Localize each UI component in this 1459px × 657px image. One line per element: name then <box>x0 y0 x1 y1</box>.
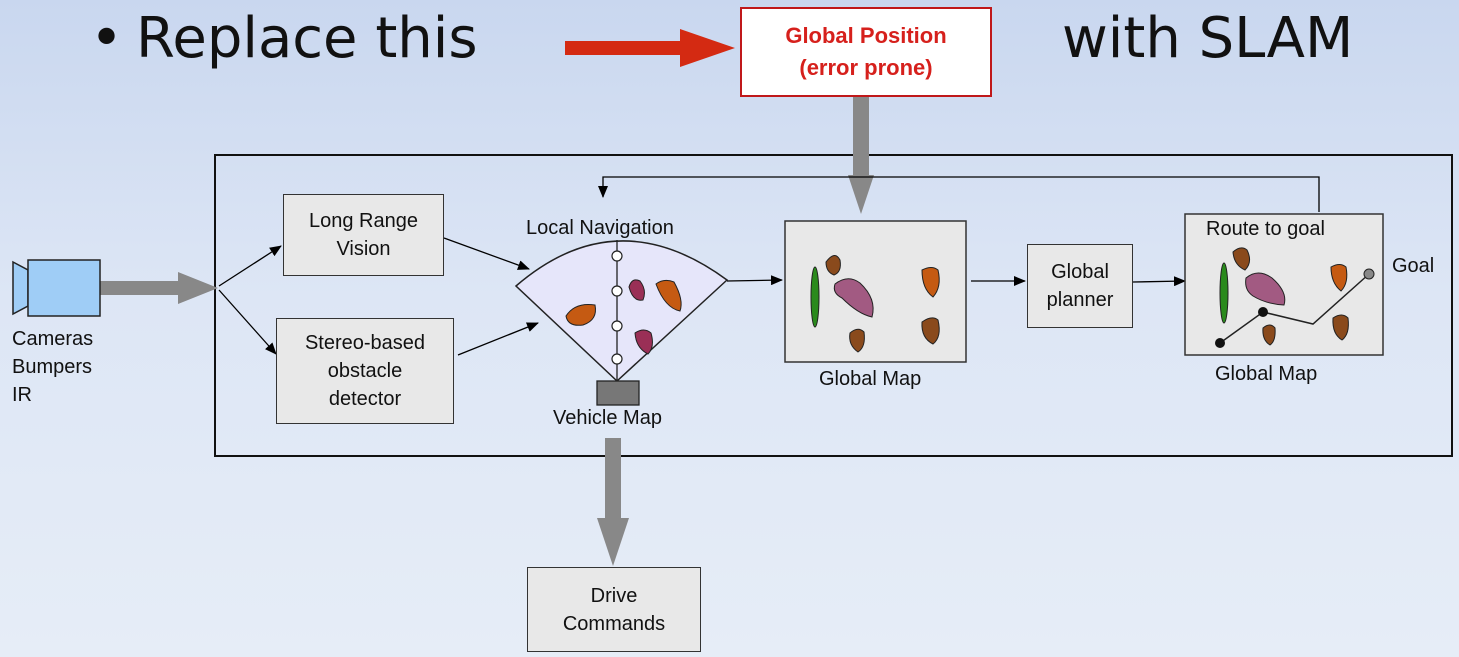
stereo-detector-line3: detector <box>328 388 402 410</box>
red-arrow <box>565 29 735 67</box>
feedback-line <box>598 176 1320 212</box>
sensor-label-ir: IR <box>12 384 32 406</box>
arrow-stereo-to-nav <box>457 322 539 356</box>
sensor-input-arrow <box>100 272 218 304</box>
route-path <box>1219 273 1370 344</box>
global-planner-box: Global planner <box>1027 244 1133 328</box>
long-range-vision-line1: Long Range <box>309 210 418 232</box>
global-position-box: Global Position (error prone) <box>740 7 992 97</box>
vehicle-map-label: Vehicle Map <box>553 407 662 429</box>
global-position-arrow <box>848 97 874 214</box>
route-map-label: Global Map <box>1215 363 1318 385</box>
global-position-line1: Global Position <box>785 23 947 48</box>
arrow-planner-to-route <box>1132 276 1186 287</box>
global-map-label: Global Map <box>819 368 922 390</box>
goal-marker <box>1363 268 1375 280</box>
drive-output-arrow <box>597 438 629 566</box>
obstacle-blob <box>565 304 596 326</box>
title-left-text: Replace this <box>136 6 478 71</box>
global-planner-line2: planner <box>1046 289 1114 311</box>
stereo-detector-line1: Stereo-based <box>304 332 426 354</box>
drive-commands-box: Drive Commands <box>527 567 701 652</box>
video-camera-icon <box>12 259 101 317</box>
title-right-text: with SLAM <box>1062 6 1354 71</box>
stereo-detector-line2: obstacle <box>327 360 403 382</box>
obstacle-blob <box>655 279 682 312</box>
arrow-to-stereo <box>218 289 277 355</box>
local-navigation-fan <box>514 240 729 406</box>
title-bullet: • <box>90 6 124 71</box>
long-range-vision-box: Long Range Vision <box>283 194 444 276</box>
goal-label: Goal <box>1392 255 1435 277</box>
local-navigation-label: Local Navigation <box>526 217 674 239</box>
sensor-label-cameras: Cameras <box>12 328 94 350</box>
arrow-nav-to-global-map <box>726 275 783 286</box>
arrow-to-long-range <box>218 245 282 287</box>
route-map-panel <box>1184 213 1384 356</box>
sensor-label-bumpers: Bumpers <box>12 356 93 378</box>
vehicle-block <box>596 380 640 406</box>
obstacle-blob <box>628 279 645 301</box>
global-position-line2: (error prone) <box>799 55 933 80</box>
system-frame <box>214 154 1453 457</box>
obstacle-blob <box>634 329 653 355</box>
arrow-long-range-to-nav <box>443 237 530 270</box>
global-map-panel <box>784 220 967 363</box>
route-to-goal-label: Route to goal <box>1206 218 1325 240</box>
drive-commands-line2: Commands <box>562 612 666 635</box>
long-range-vision-line2: Vision <box>336 238 391 260</box>
global-planner-line1: Global <box>1051 261 1109 283</box>
drive-commands-line1: Drive <box>590 584 638 607</box>
stereo-detector-box: Stereo-based obstacle detector <box>276 318 454 424</box>
